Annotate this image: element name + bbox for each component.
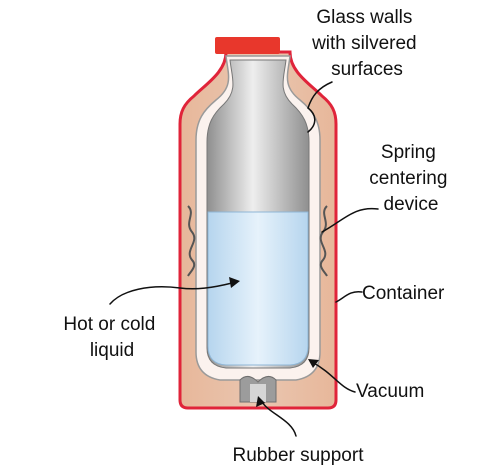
glass-walls-leader-2 (307, 107, 316, 133)
rubber-support-highlight (250, 384, 266, 402)
liquid-arrowhead (229, 277, 240, 288)
spring-centering-label: Spring centering device (369, 142, 452, 215)
spring-centering-right (319, 205, 328, 277)
liquid-label: Hot or cold liquid (63, 314, 160, 361)
liquid-leader (109, 282, 233, 305)
glass-walls-label: Glass walls with silvered surfaces (311, 7, 422, 80)
glass-walls-leader (307, 81, 333, 109)
vacuum-label: Vacuum (356, 381, 424, 402)
rubber-support-leader (261, 401, 297, 437)
container-leader (335, 290, 363, 303)
bottle-cap (215, 37, 280, 54)
spring-leader (321, 207, 379, 233)
container-label: Container (362, 283, 445, 304)
rubber-support-arrowhead (256, 396, 265, 407)
vacuum-leader (311, 361, 356, 393)
rubber-support-label: Rubber support (233, 445, 365, 466)
liquid (207, 211, 309, 366)
vacuum-arrowhead (308, 359, 319, 368)
spring-centering-left (187, 205, 196, 277)
